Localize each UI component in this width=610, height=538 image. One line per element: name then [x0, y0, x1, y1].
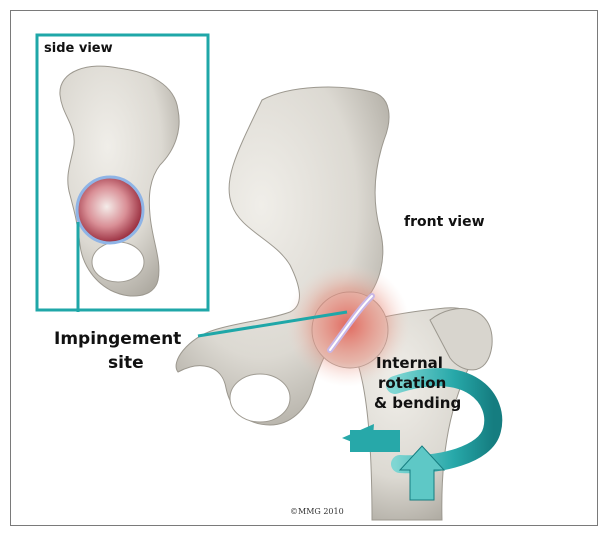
impingement-label-2: site: [108, 353, 144, 373]
rotation-label-1: Internal: [376, 354, 443, 372]
rotation-label-3: & bending: [374, 394, 461, 412]
copyright: ©MMG 2010: [290, 507, 344, 516]
rotation-label-2: rotation: [378, 374, 446, 392]
side-view-label: side view: [44, 41, 113, 56]
front-view-label: front view: [404, 214, 485, 230]
impingement-label: Impingement: [54, 329, 181, 349]
